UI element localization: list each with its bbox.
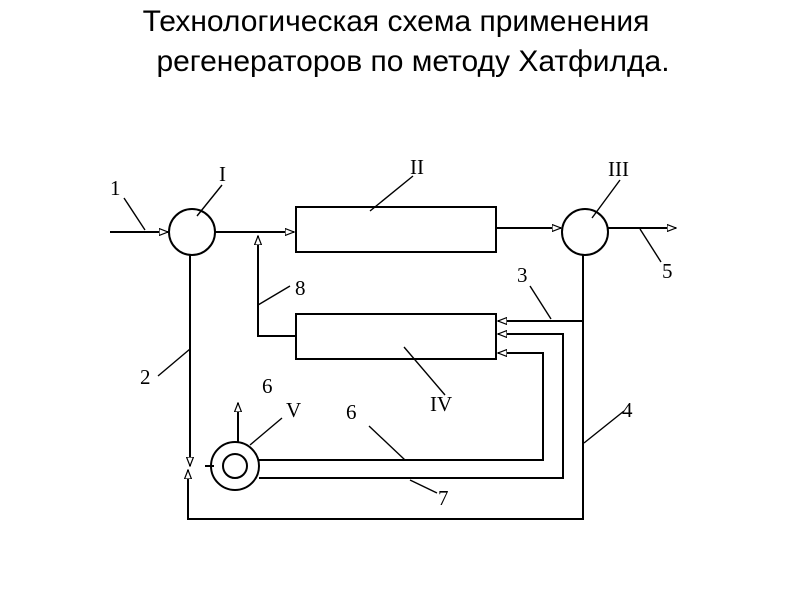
title-line-1: Технологическая схема применения bbox=[142, 5, 650, 38]
label-stream-2: 2 bbox=[140, 365, 151, 389]
leader-7 bbox=[409, 479, 438, 494]
stream-6-line bbox=[259, 353, 544, 461]
leader-V bbox=[249, 417, 283, 446]
label-stream-6-top: 6 bbox=[262, 374, 273, 398]
label-stream-1: 1 bbox=[110, 176, 121, 200]
stream-8-line bbox=[258, 236, 296, 337]
unit-V-outer-circle bbox=[210, 441, 260, 491]
label-stream-3: 3 bbox=[517, 263, 528, 287]
unit-I-circle bbox=[168, 208, 216, 256]
label-stream-4: 4 bbox=[622, 398, 633, 422]
leader-1 bbox=[123, 197, 146, 231]
leader-5 bbox=[639, 228, 662, 263]
title-line-2: регенераторов по методу Хатфилда. bbox=[156, 45, 670, 78]
stream-4-line bbox=[188, 255, 584, 520]
label-unit-I: I bbox=[219, 162, 226, 186]
leader-3 bbox=[529, 285, 552, 320]
unit-II-box bbox=[295, 206, 497, 253]
label-stream-6-bottom: 6 bbox=[346, 400, 357, 424]
label-stream-8: 8 bbox=[295, 276, 306, 300]
label-stream-7: 7 bbox=[438, 486, 449, 510]
unit-III-circle bbox=[561, 208, 609, 256]
unit-V-inner-circle bbox=[222, 453, 248, 479]
unit-IV-box bbox=[295, 313, 497, 360]
label-stream-5: 5 bbox=[662, 259, 673, 283]
label-unit-IV: IV bbox=[430, 392, 452, 416]
leader-IV bbox=[403, 346, 446, 396]
leader-4 bbox=[583, 410, 625, 444]
leader-2 bbox=[157, 348, 191, 377]
label-unit-II: II bbox=[410, 155, 424, 179]
label-unit-V: V bbox=[286, 398, 301, 422]
label-unit-III: III bbox=[608, 157, 629, 181]
leader-III bbox=[591, 179, 621, 219]
diagram-title: Технологическая схема применения регенер… bbox=[0, 2, 800, 82]
leader-II bbox=[369, 175, 414, 212]
leader-8 bbox=[257, 285, 291, 306]
leader-I bbox=[196, 184, 223, 217]
leader-6-bottom bbox=[368, 425, 406, 461]
stream-7-line bbox=[259, 334, 564, 479]
